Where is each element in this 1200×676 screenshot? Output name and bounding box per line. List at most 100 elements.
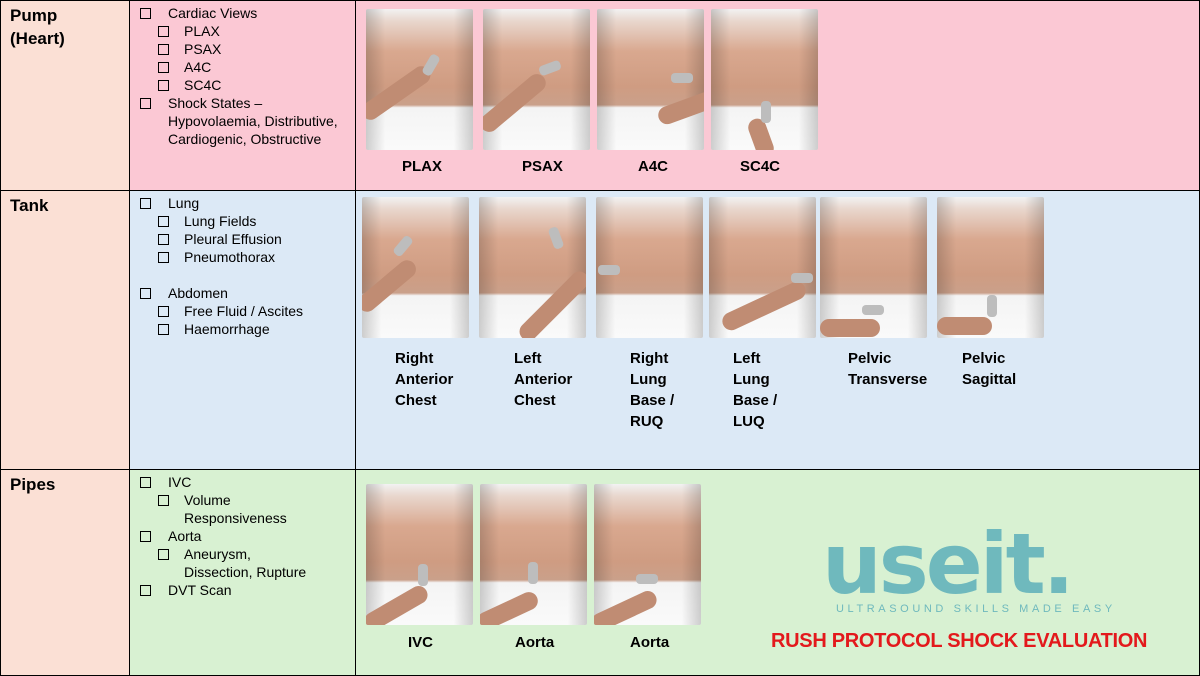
- list-item-label: Cardiac Views: [168, 5, 258, 21]
- photo-psax: [483, 9, 590, 150]
- sub-list-item-label: Lung Fields: [184, 213, 257, 229]
- pipes-title: Pipes: [10, 475, 56, 494]
- pipes-row: Pipes IVC Volume Responsiveness Aorta An…: [0, 469, 1200, 676]
- caption-right-anterior-chest: Right Anterior Chest: [395, 350, 454, 409]
- photo-right-lung-base-ruq: [596, 197, 703, 338]
- caption-left-lung-base-luq: Left Lung Base / LUQ: [733, 350, 778, 430]
- checkbox-icon: [158, 62, 169, 73]
- sub-list-item: Volume Responsiveness: [140, 491, 355, 527]
- checkbox-icon: [140, 198, 151, 209]
- rush-heading: RUSH PROTOCOL SHOCK EVALUATION: [771, 630, 1148, 652]
- sub-list-item-label: Volume Responsiveness: [184, 492, 287, 526]
- pump-list-cell: Cardiac Views PLAX PSAX A4C SC4C Shock S…: [129, 0, 356, 191]
- sub-list-item-label: Free Fluid / Ascites: [184, 303, 304, 319]
- caption-plax: PLAX: [402, 158, 443, 175]
- checkbox-icon: [158, 252, 169, 263]
- pipes-label-cell: Pipes: [0, 469, 130, 676]
- sub-list-item: Haemorrhage: [140, 320, 355, 338]
- sub-list-item-label: Haemorrhage: [184, 321, 270, 337]
- sub-list: Aneurysm, Dissection, Rupture: [140, 545, 355, 581]
- sub-list-item: SC4C: [140, 76, 355, 94]
- checkbox-icon: [158, 495, 169, 506]
- list-item: IVC Volume Responsiveness: [140, 473, 355, 527]
- list-item-label: Aorta: [168, 528, 202, 544]
- sub-list-item-label: A4C: [184, 59, 212, 75]
- caption-a4c: A4C: [638, 158, 669, 175]
- tank-list: Lung Lung Fields Pleural Effusion Pneumo…: [130, 191, 355, 338]
- photo-aorta-2: [594, 484, 701, 625]
- list-item-label: Lung: [168, 195, 200, 211]
- caption-pelvic-transverse: Pelvic Transverse: [848, 350, 928, 388]
- sub-list-item-label: Pneumothorax: [184, 249, 276, 265]
- caption-psax: PSAX: [522, 158, 563, 175]
- photo-right-anterior-chest: [362, 197, 469, 338]
- caption-right-lung-base-ruq: Right Lung Base / RUQ: [630, 350, 675, 430]
- sub-list-item-label: Aneurysm, Dissection, Rupture: [184, 546, 307, 580]
- pump-label-cell: Pump (Heart): [0, 0, 130, 191]
- pipes-list-cell: IVC Volume Responsiveness Aorta Aneurysm…: [129, 469, 356, 676]
- checkbox-icon: [158, 80, 169, 91]
- sub-list-item: Free Fluid / Ascites: [140, 302, 355, 320]
- caption-pelvic-sagittal: Pelvic Sagittal: [962, 350, 1017, 388]
- useit-logo: useit.: [822, 515, 1075, 613]
- list-spacer: [140, 266, 355, 284]
- sub-list: Volume Responsiveness: [140, 491, 355, 527]
- photo-a4c: [597, 9, 704, 150]
- sub-list-item-label: SC4C: [184, 77, 222, 93]
- sub-list: PLAX PSAX A4C SC4C: [140, 22, 355, 94]
- checkbox-icon: [140, 98, 151, 109]
- pipes-list: IVC Volume Responsiveness Aorta Aneurysm…: [130, 470, 355, 599]
- sub-list-item-label: PSAX: [184, 41, 222, 57]
- photo-aorta-1: [480, 484, 587, 625]
- pump-title: Pump (Heart): [10, 6, 65, 48]
- tank-title: Tank: [10, 196, 49, 215]
- checkbox-icon: [158, 26, 169, 37]
- pump-images-cell: PLAX PSAX A4C SC4C: [355, 0, 1200, 191]
- list-item: Shock States – Hypovolaemia, Distributiv…: [140, 94, 355, 148]
- sub-list: Free Fluid / Ascites Haemorrhage: [140, 302, 355, 338]
- caption-aorta-2: Aorta: [630, 634, 670, 651]
- tank-label-cell: Tank: [0, 190, 130, 470]
- checkbox-icon: [158, 44, 169, 55]
- list-item: Lung Lung Fields Pleural Effusion Pneumo…: [140, 194, 355, 266]
- checkbox-icon: [140, 531, 151, 542]
- photo-pelvic-sagittal: [937, 197, 1044, 338]
- sub-list-item: Aneurysm, Dissection, Rupture: [140, 545, 355, 581]
- checkbox-icon: [140, 477, 151, 488]
- checkbox-icon: [158, 324, 169, 335]
- photo-left-anterior-chest: [479, 197, 586, 338]
- checkbox-icon: [140, 8, 151, 19]
- photo-pelvic-transverse: [820, 197, 927, 338]
- tank-list-cell: Lung Lung Fields Pleural Effusion Pneumo…: [129, 190, 356, 470]
- list-item-label: Shock States – Hypovolaemia, Distributiv…: [168, 95, 338, 147]
- photo-plax: [366, 9, 473, 150]
- list-item: DVT Scan: [140, 581, 355, 599]
- caption-left-anterior-chest: Left Anterior Chest: [514, 350, 573, 409]
- checkbox-icon: [158, 216, 169, 227]
- caption-sc4c: SC4C: [740, 158, 781, 175]
- pump-row: Pump (Heart) Cardiac Views PLAX PSAX A4C…: [0, 0, 1200, 191]
- sub-list-item: A4C: [140, 58, 355, 76]
- list-item-label: Abdomen: [168, 285, 228, 301]
- caption-ivc: IVC: [408, 634, 434, 651]
- checkbox-icon: [158, 549, 169, 560]
- checkbox-icon: [140, 288, 151, 299]
- list-item: Aorta Aneurysm, Dissection, Rupture: [140, 527, 355, 581]
- list-item-label: IVC: [168, 474, 192, 490]
- sub-list: Lung Fields Pleural Effusion Pneumothora…: [140, 212, 355, 266]
- photo-sc4c: [711, 9, 818, 150]
- checkbox-icon: [158, 306, 169, 317]
- sub-list-item: Lung Fields: [140, 212, 355, 230]
- sub-list-item-label: PLAX: [184, 23, 220, 39]
- list-item: Cardiac Views PLAX PSAX A4C SC4C: [140, 4, 355, 94]
- checkbox-icon: [158, 234, 169, 245]
- tank-images-cell: Right Anterior Chest Left Anterior Chest…: [355, 190, 1200, 470]
- logo-tagline: ULTRASOUND SKILLS MADE EASY: [836, 603, 1116, 615]
- pump-list: Cardiac Views PLAX PSAX A4C SC4C Shock S…: [130, 1, 355, 148]
- photo-ivc: [366, 484, 473, 625]
- photo-left-lung-base-luq: [709, 197, 816, 338]
- pipes-images-cell: IVC Aorta Aorta: [355, 469, 1200, 676]
- tank-row: Tank Lung Lung Fields Pleural Effusion P…: [0, 190, 1200, 470]
- checkbox-icon: [140, 585, 151, 596]
- sub-list-item: Pleural Effusion: [140, 230, 355, 248]
